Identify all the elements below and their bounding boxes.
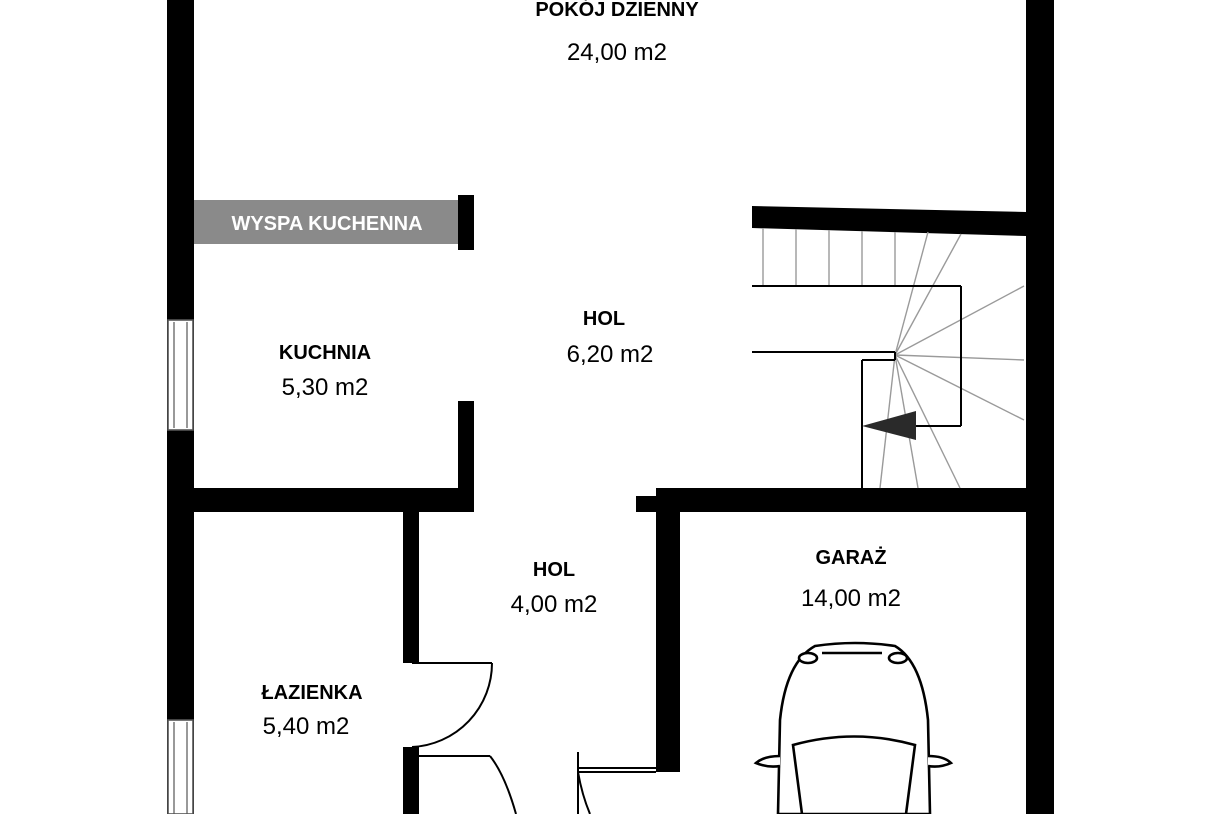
room-area-pokoj-dzienny: 24,00 m2	[567, 39, 667, 66]
room-area-hol-lower: 4,00 m2	[511, 591, 598, 618]
kitchen-bottom-wall	[167, 488, 474, 512]
bath-right-wall-upper	[403, 512, 419, 663]
garage-top-wall	[658, 488, 1054, 512]
door-swing-icon	[419, 755, 517, 814]
door-swing-icon	[577, 752, 656, 814]
bath-right-wall-lower	[403, 747, 419, 814]
island-end-post	[458, 195, 474, 250]
right-outer-wall	[1026, 0, 1054, 814]
room-area-kuchnia: 5,30 m2	[282, 374, 369, 401]
garage-left-wall	[656, 488, 680, 772]
kitchen-right-wall-lower	[458, 401, 474, 512]
room-name-hol-upper: HOL	[583, 308, 625, 330]
walls	[167, 0, 1054, 814]
room-name-garaz: GARAŻ	[815, 546, 886, 569]
window-icon	[167, 319, 194, 431]
window-icon	[167, 719, 194, 814]
stair-direction-arrow-icon	[862, 411, 916, 440]
garage-left-wall-stub	[656, 752, 680, 772]
kitchen-island	[194, 200, 458, 244]
room-name-kuchnia: KUCHNIA	[279, 342, 371, 364]
room-name-pokoj-dzienny: POKÓJ DZIENNY	[535, 0, 699, 21]
room-name-hol-lower: HOL	[533, 559, 575, 581]
room-area-lazienka: 5,40 m2	[263, 713, 350, 740]
staircase	[752, 228, 1025, 489]
kitchen-island-label: WYSPA KUCHENNA	[231, 213, 422, 235]
room-name-lazienka: ŁAZIENKA	[261, 682, 362, 704]
stair-top-wall	[752, 206, 1026, 236]
room-area-garaz: 14,00 m2	[801, 585, 901, 612]
car-icon	[753, 641, 954, 814]
door-swing-icon	[411, 662, 494, 748]
room-area-hol-upper: 6,20 m2	[567, 341, 654, 368]
